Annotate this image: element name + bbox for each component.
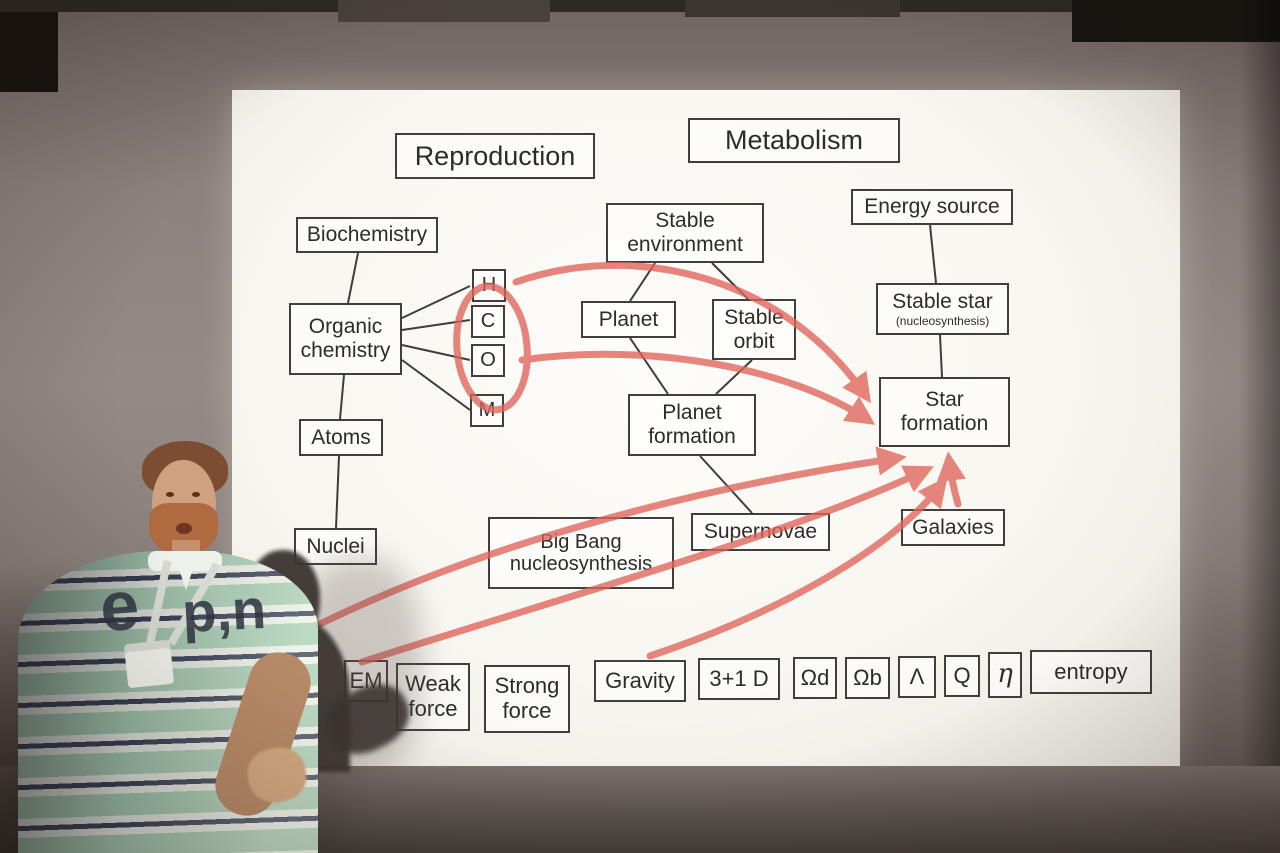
node-omega-d: Ωd [793, 657, 837, 699]
presenter-eye [192, 492, 200, 497]
wall-shading-right [1240, 0, 1280, 853]
node-element-h: H [472, 269, 506, 302]
node-eta: η [988, 652, 1022, 698]
node-galaxies: Galaxies [901, 509, 1005, 546]
stable-star-label: Stable star [892, 290, 993, 314]
node-element-c: C [471, 305, 505, 338]
node-atoms: Atoms [299, 419, 383, 456]
node-stable-star: Stable star (nucleosynthesis) [876, 283, 1009, 335]
node-reproduction: Reproduction [395, 133, 595, 179]
ceiling-beam [1072, 0, 1280, 42]
ceiling-strip [0, 0, 1280, 12]
node-element-o: O [471, 344, 505, 377]
node-supernovae: Supernovae [691, 513, 830, 551]
node-organic-chemistry: Organic chemistry [289, 303, 402, 375]
ceiling-vent [338, 0, 550, 22]
ceiling-vent [685, 0, 900, 17]
node-q: Q [944, 655, 980, 697]
node-star-formation: Star formation [879, 377, 1010, 447]
node-metabolism: Metabolism [688, 118, 900, 163]
node-stable-environment: Stable environment [606, 203, 764, 263]
presenter-mouth [176, 523, 192, 534]
name-badge [123, 639, 175, 689]
presenter-eye [166, 492, 174, 497]
node-planet: Planet [581, 301, 676, 338]
node-omega-b: Ωb [845, 657, 890, 699]
node-stable-orbit: Stable orbit [712, 299, 796, 360]
wall-corner-fixture [0, 12, 58, 92]
node-biochemistry: Biochemistry [296, 217, 438, 253]
projected-label-e: e [97, 565, 142, 647]
projected-label-pn: p,n [180, 576, 268, 645]
stable-star-note: (nucleosynthesis) [895, 313, 990, 328]
node-entropy: entropy [1030, 650, 1152, 694]
node-3plus1d: 3+1 D [698, 658, 780, 700]
node-lambda: Λ [898, 656, 936, 698]
node-big-bang-nucleosynthesis: Big Bang nucleosynthesis [488, 517, 674, 589]
node-planet-formation: Planet formation [628, 394, 756, 456]
node-element-m: M [470, 394, 504, 427]
node-gravity: Gravity [594, 660, 686, 702]
node-strong-force: Strong force [484, 665, 570, 733]
node-energy-source: Energy source [851, 189, 1013, 225]
